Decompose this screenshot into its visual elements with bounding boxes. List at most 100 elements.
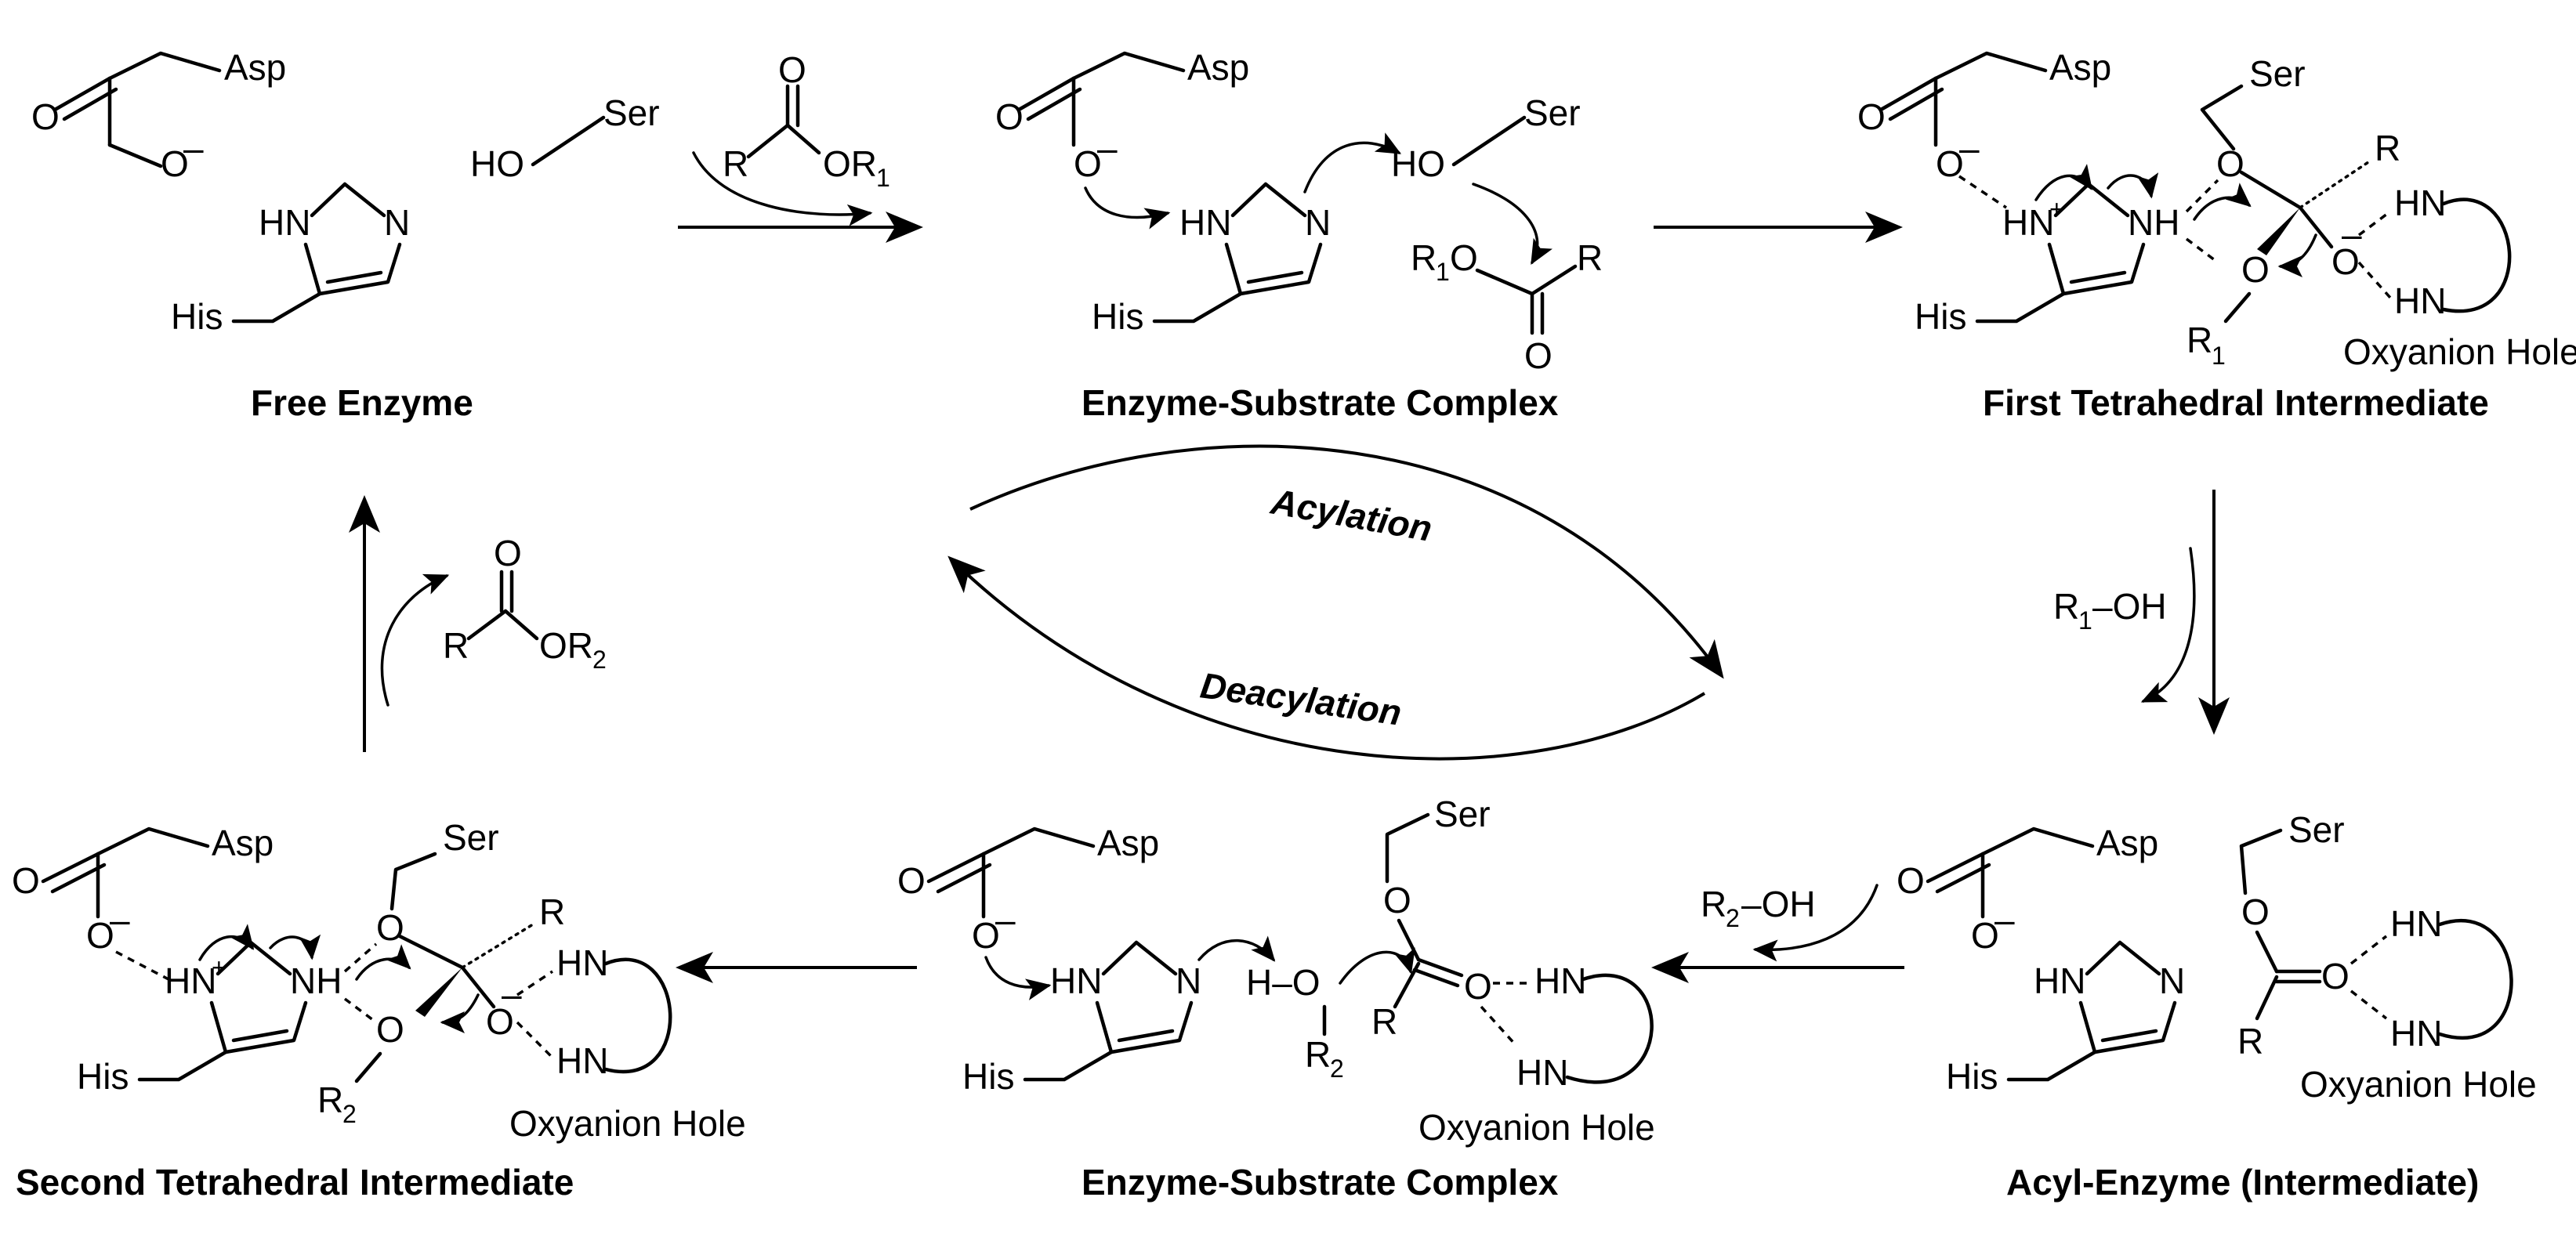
svg-text:O: O <box>86 915 114 956</box>
imidazole-n-label: N <box>384 202 410 243</box>
svg-text:HN: HN <box>1534 960 1586 1001</box>
caption-free-enzyme: Free Enzyme <box>251 382 473 423</box>
caption-second-ti: Second Tetrahedral Intermediate <box>16 1162 574 1203</box>
svg-text:Ser: Ser <box>443 817 499 858</box>
svg-text:O: O <box>1383 880 1411 921</box>
svg-text:–: – <box>995 899 1016 940</box>
svg-text:–: – <box>1994 899 2015 940</box>
caption-first-ti: First Tetrahedral Intermediate <box>1983 382 2489 423</box>
svg-text:R: R <box>1701 884 1726 924</box>
svg-text:O: O <box>1897 860 1925 901</box>
svg-text:Asp: Asp <box>1097 823 1159 863</box>
svg-text:–OH: –OH <box>1741 884 1816 924</box>
svg-text:–: – <box>110 899 130 940</box>
svg-text:HN: HN <box>556 1040 608 1081</box>
svg-text:1: 1 <box>2212 342 2226 370</box>
svg-text:HN: HN <box>2034 960 2085 1001</box>
svg-text:Asp: Asp <box>2049 47 2111 88</box>
r1-oh-byproduct: R 1 –OH <box>2053 547 2196 703</box>
his-label: His <box>171 296 223 337</box>
substrate-curved-arrow-1 <box>692 151 873 226</box>
svg-text:HN: HN <box>2394 183 2446 223</box>
svg-text:R: R <box>723 143 748 184</box>
r2-oh-reagent: R 2 –OH <box>1701 884 1879 962</box>
ser-ho-label: HO <box>470 143 524 184</box>
es-complex-2: Asp O O – HN N His H–O R 2 Ser O O R HN … <box>897 794 1655 1203</box>
svg-text:R: R <box>1305 1034 1331 1075</box>
svg-text:R: R <box>2375 128 2400 168</box>
svg-text:HO: HO <box>1391 143 1445 184</box>
svg-text:O: O <box>972 915 1000 956</box>
svg-text:O: O <box>897 860 926 901</box>
svg-text:HN: HN <box>2390 903 2442 944</box>
svg-text:+: + <box>212 953 226 982</box>
svg-text:Ser: Ser <box>1434 794 1491 834</box>
carboxylate-o-label: O <box>31 96 60 137</box>
oxyanion-hole-label-3: Oxyanion Hole <box>1418 1107 1655 1148</box>
svg-text:NH: NH <box>290 960 342 1001</box>
oxyanion-hole-label-4: Oxyanion Hole <box>509 1103 746 1144</box>
oxyanion-hole-label-1: Oxyanion Hole <box>2343 331 2576 372</box>
svg-text:Ser: Ser <box>2288 809 2345 850</box>
svg-text:His: His <box>1915 296 1966 337</box>
svg-text:R: R <box>539 892 565 932</box>
svg-text:O: O <box>1857 96 1886 137</box>
svg-text:O: O <box>1450 237 1478 278</box>
svg-text:HN: HN <box>2390 1013 2442 1054</box>
svg-text:NH: NH <box>2128 202 2179 243</box>
catalytic-cycle: Acylation Deacylation <box>947 444 1724 761</box>
svg-text:O: O <box>1971 915 1999 956</box>
svg-text:His: His <box>1092 296 1143 337</box>
caption-es-complex-2: Enzyme-Substrate Complex <box>1081 1162 1559 1203</box>
svg-text:O: O <box>2216 143 2244 184</box>
svg-text:HN: HN <box>1179 202 1231 243</box>
svg-text:O: O <box>2241 249 2270 290</box>
svg-text:Asp: Asp <box>1187 47 1249 88</box>
svg-text:H–O: H–O <box>1246 962 1321 1003</box>
svg-text:+: + <box>2049 195 2064 223</box>
svg-text:HN: HN <box>1050 960 1102 1001</box>
svg-text:R: R <box>2187 320 2212 360</box>
caption-acyl-enzyme: Acyl-Enzyme (Intermediate) <box>2006 1162 2479 1203</box>
svg-text:R: R <box>2053 586 2079 627</box>
svg-text:R: R <box>1411 237 1437 278</box>
svg-text:2: 2 <box>1330 1054 1344 1083</box>
svg-text:Ser: Ser <box>1524 92 1581 133</box>
svg-text:O: O <box>995 96 1024 137</box>
svg-text:His: His <box>962 1056 1014 1097</box>
svg-text:O: O <box>2241 892 2270 932</box>
acyl-enzyme: Asp O O – HN N His Ser O O R HN HN Oxyan… <box>1897 809 2537 1203</box>
svg-text:O: O <box>1464 966 1492 1007</box>
svg-text:His: His <box>77 1056 129 1097</box>
svg-text:1: 1 <box>876 164 890 192</box>
svg-text:HN: HN <box>165 960 216 1001</box>
svg-text:R: R <box>1577 237 1603 278</box>
svg-text:R: R <box>1371 1001 1397 1042</box>
svg-text:HN: HN <box>556 942 608 983</box>
svg-text:R: R <box>443 625 469 666</box>
svg-text:O: O <box>778 49 806 90</box>
svg-text:R: R <box>317 1080 343 1120</box>
svg-text:Asp: Asp <box>2096 823 2158 863</box>
svg-text:O: O <box>12 860 40 901</box>
svg-text:OR: OR <box>539 625 593 666</box>
svg-text:HN: HN <box>2002 202 2054 243</box>
svg-text:His: His <box>1946 1056 1998 1097</box>
oxyanion-hole-label-2: Oxyanion Hole <box>2300 1064 2537 1105</box>
svg-text:OR: OR <box>823 143 877 184</box>
es-complex-1: Asp O O – HN N His HO Ser R 1 O R O Enzy… <box>995 47 1603 423</box>
svg-text:O: O <box>376 907 404 948</box>
svg-text:–: – <box>1959 128 1980 168</box>
carboxylate-o-minus-label: O <box>161 143 189 184</box>
ester-product-2: R O OR 2 <box>380 533 607 707</box>
label-acylation: Acylation <box>1267 480 1435 548</box>
ester-substrate-1: R O OR 1 <box>723 49 890 192</box>
ser-label: Ser <box>603 92 660 133</box>
svg-text:HN: HN <box>1516 1052 1568 1093</box>
svg-text:–OH: –OH <box>2092 586 2167 627</box>
svg-text:O: O <box>494 533 522 573</box>
svg-text:R: R <box>2237 1021 2263 1062</box>
svg-text:O: O <box>2331 241 2360 282</box>
free-enzyme: Asp O O – HN N His HO Ser Free Enzyme <box>31 47 660 423</box>
